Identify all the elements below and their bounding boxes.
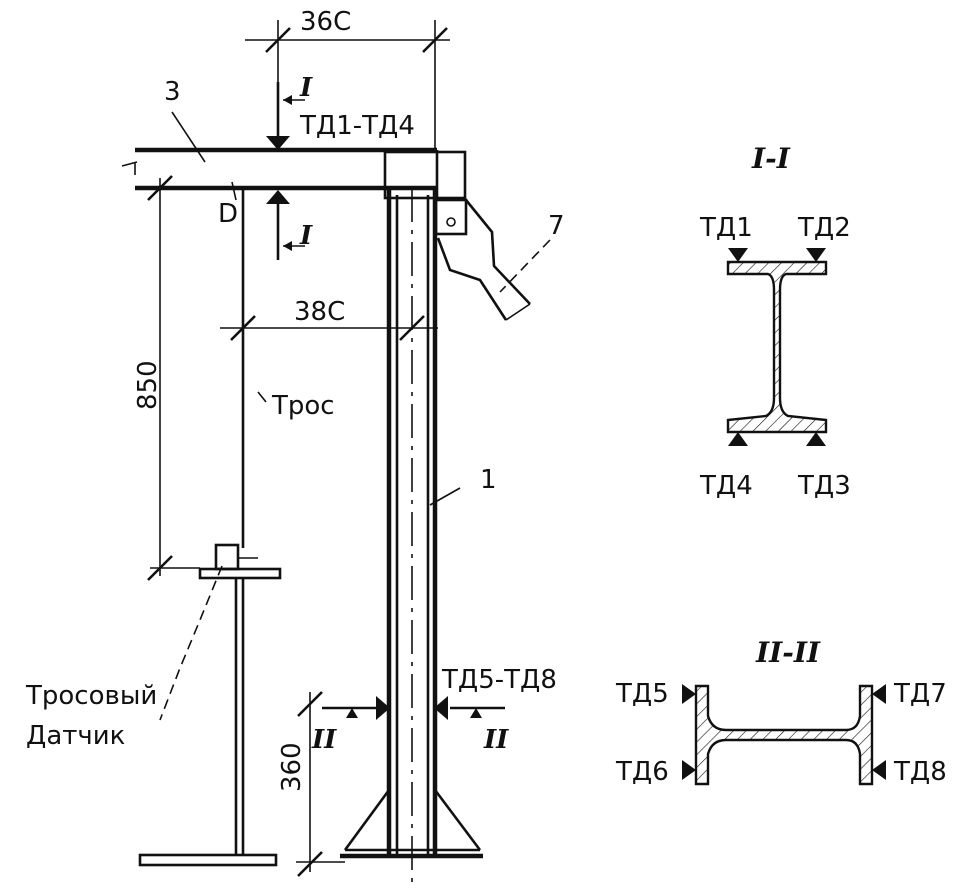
cut-i-bottom-label: I	[299, 221, 313, 251]
section-i-i: I-I ТД1 ТД2 ТД4 ТД3	[699, 142, 851, 501]
leader-item-1	[429, 487, 461, 506]
section-i-i-title: I-I	[751, 142, 791, 175]
column-1	[340, 188, 483, 886]
sensor-label-line2: Датчик	[26, 721, 125, 751]
cut-i-marker-bottom	[266, 190, 305, 260]
beam-clamp	[383, 150, 531, 321]
td5-td8-label: ТД5-ТД8	[441, 665, 557, 695]
leader-sensor	[159, 565, 223, 721]
point-d-label: D	[218, 199, 238, 229]
cut-ii-marker-left	[322, 696, 390, 720]
section-i-i-td1: ТД1	[699, 213, 753, 243]
cut-ii-left-label: II	[311, 725, 337, 755]
section-i-i-td3: ТД3	[797, 471, 851, 501]
section-ii-ii: II-II ТД5 ТД6 ТД7 ТД8	[615, 636, 947, 787]
cut-i-marker-top	[266, 82, 305, 150]
sensor-label-line1: Тросовый	[25, 681, 157, 711]
section-ii-ii-td8: ТД8	[893, 757, 947, 787]
cut-ii-marker-right	[434, 696, 505, 720]
item-1-label: 1	[480, 465, 497, 495]
section-ii-ii-td6: ТД6	[615, 757, 669, 787]
section-i-i-td4: ТД4	[699, 471, 753, 501]
dimension-38c	[220, 315, 438, 341]
leader-item-3	[171, 111, 206, 163]
section-i-i-td2: ТД2	[797, 213, 851, 243]
item-3-label: 3	[164, 77, 181, 107]
dim-850-label: 850	[133, 360, 163, 410]
section-ii-ii-td7: ТД7	[893, 679, 947, 709]
rope-label: Трос	[271, 391, 335, 421]
cut-i-top-label: I	[299, 73, 313, 103]
rope	[241, 190, 267, 548]
section-ii-ii-title: II-II	[755, 636, 821, 669]
item-7-label: 7	[548, 211, 565, 241]
dimension-850	[147, 175, 200, 581]
cut-ii-right-label: II	[483, 725, 509, 755]
dim-38c-label: 38C	[294, 297, 345, 327]
section-ii-ii-td5: ТД5	[615, 679, 669, 709]
td1-td4-label: ТД1-ТД4	[299, 111, 415, 141]
leader-point-d	[231, 181, 237, 201]
dimension-360	[296, 691, 345, 877]
dim-360-label: 360	[277, 742, 307, 792]
sensor-stand	[138, 543, 282, 867]
leader-item-7	[499, 239, 551, 293]
dim-36c-label: 36C	[300, 7, 351, 37]
